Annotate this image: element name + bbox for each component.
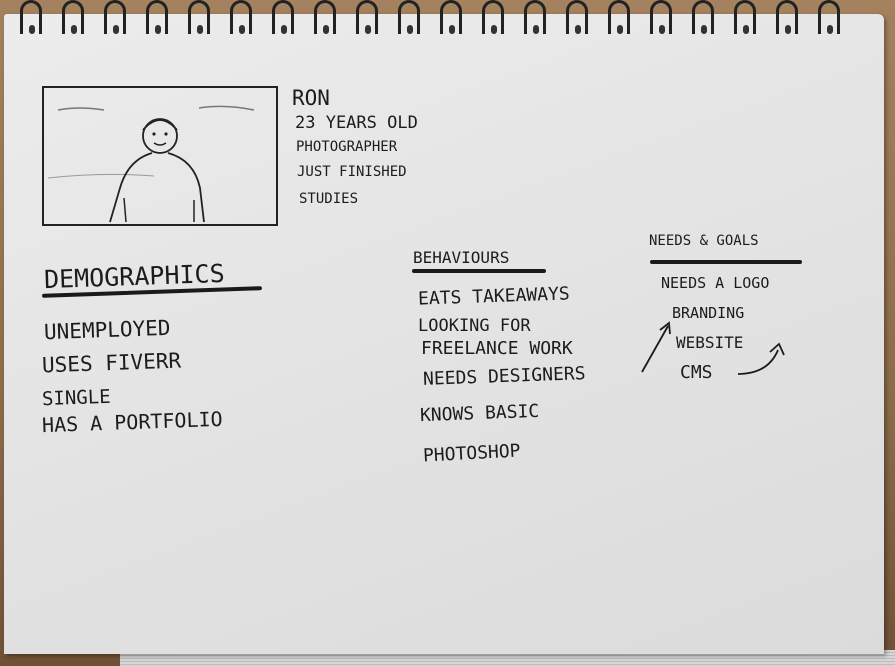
spiral-ring bbox=[314, 0, 336, 34]
spiral-ring bbox=[104, 0, 126, 34]
behaviours-heading: Behaviours bbox=[413, 248, 510, 267]
spiral-ring bbox=[272, 0, 294, 34]
spiral-ring bbox=[692, 0, 714, 34]
persona-portrait-sketch bbox=[42, 86, 278, 226]
persona-occupation: Photographer bbox=[296, 139, 398, 155]
spiral-ring bbox=[818, 0, 840, 34]
needs-goals-item: Branding bbox=[672, 304, 745, 322]
behaviours-heading-underline bbox=[412, 269, 546, 273]
spiral-ring bbox=[20, 0, 42, 34]
spiral-ring bbox=[566, 0, 588, 34]
spiral-ring bbox=[524, 0, 546, 34]
spiral-ring bbox=[734, 0, 756, 34]
needs-goals-item: Website bbox=[676, 333, 744, 352]
persona-status-line1: Just finished bbox=[297, 164, 407, 180]
persona-age: 23 years old bbox=[295, 113, 418, 133]
arrowhead-icon bbox=[659, 321, 671, 335]
spiral-ring bbox=[62, 0, 84, 34]
spiral-ring bbox=[188, 0, 210, 34]
persona-status-line2: studies bbox=[299, 191, 359, 207]
person-sketch-icon bbox=[47, 105, 255, 223]
spiral-ring bbox=[440, 0, 462, 34]
spiral-ring bbox=[230, 0, 252, 34]
spiral-ring bbox=[608, 0, 630, 34]
persona-name: Ron bbox=[292, 86, 330, 110]
behaviours-item: freelance work bbox=[421, 338, 573, 359]
sketchbook-page-edges bbox=[120, 650, 895, 666]
spiral-ring bbox=[146, 0, 168, 34]
needs-goals-item: CMS bbox=[680, 362, 713, 383]
needs-goals-heading: Needs & Goals bbox=[649, 233, 759, 249]
spiral-ring bbox=[482, 0, 504, 34]
spiral-ring bbox=[650, 0, 672, 34]
needs-goals-item: Needs a logo bbox=[661, 274, 770, 292]
curved-arrow-icon bbox=[737, 349, 779, 375]
spiral-ring bbox=[776, 0, 798, 34]
arrow-icon bbox=[641, 325, 669, 373]
sketchbook-page bbox=[4, 14, 884, 654]
spiral-ring bbox=[398, 0, 420, 34]
behaviours-item: Looking for bbox=[418, 316, 531, 336]
spiral-binding bbox=[0, 0, 895, 40]
spiral-ring bbox=[356, 0, 378, 34]
arrowhead-icon bbox=[769, 342, 785, 356]
needs-goals-heading-underline bbox=[650, 260, 802, 264]
